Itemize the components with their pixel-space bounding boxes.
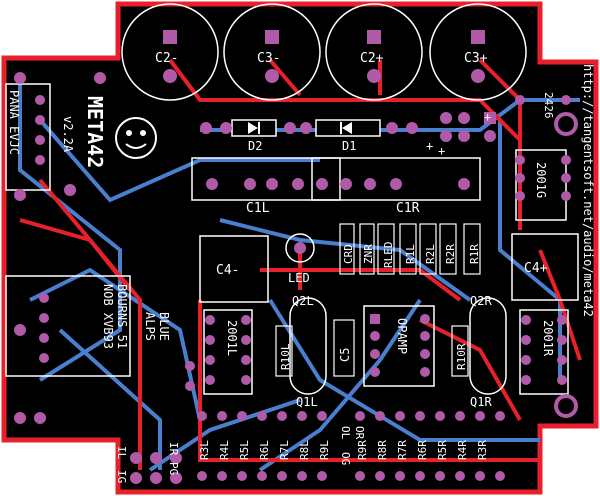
label-q2l: Q2L: [292, 294, 314, 308]
label-r1r: R1R: [468, 244, 481, 264]
label-2001l: 2001L: [225, 320, 239, 356]
label-r8r: R8R: [376, 440, 389, 460]
input-pads: [130, 452, 182, 484]
ic-2001g: [515, 149, 567, 221]
cap-c5: [333, 319, 355, 377]
label-2001g: 2001G: [534, 162, 548, 198]
label-q2r: Q2R: [470, 294, 492, 308]
label-r6r: R6R: [416, 440, 429, 460]
label-r9r: R9R: [356, 440, 369, 460]
resistor-r10r: [451, 325, 469, 377]
label-og: OG: [339, 452, 352, 465]
cap-c2-plus-outline: [325, 3, 423, 101]
bottom-resistor-pads: [197, 411, 505, 481]
label-or: OR: [353, 426, 366, 440]
cap-c4-plus: [511, 233, 579, 301]
big-cap-pads: [163, 30, 485, 83]
label-opamp: OPAMP: [395, 318, 409, 354]
label-c2-minus: C2-: [155, 51, 178, 66]
label-rled: RLED: [382, 242, 395, 269]
label-ir: IR: [167, 442, 180, 456]
bottom-resistor-labels: R3L R4L R5L R6L R7L R8L R9L R9R R8R R7R …: [198, 440, 489, 460]
label-r5l: R5L: [238, 440, 251, 460]
label-r2l: R2L: [424, 244, 437, 264]
label-pg: PG: [167, 462, 180, 475]
diode-d2: [231, 119, 277, 137]
plus-mark-2: +: [438, 144, 445, 158]
label-r10l: R10L: [279, 343, 292, 370]
label-d2: D2: [248, 139, 262, 153]
top-resistor-bodies: [339, 223, 481, 275]
label-r1l: R1L: [404, 244, 417, 264]
label-alps-b: BLUE: [157, 312, 171, 341]
label-c2-plus: C2+: [360, 51, 384, 66]
label-r7r: R7R: [396, 440, 409, 460]
plus-mark-1: +: [426, 139, 433, 153]
cap-c1: [191, 157, 481, 201]
label-2001r: 2001R: [541, 320, 555, 357]
label-r4l: R4L: [218, 440, 231, 460]
diode-pads: [200, 112, 496, 142]
bourns-pads: [14, 293, 195, 424]
label-r3r: R3R: [476, 440, 489, 460]
ic-opamp: [363, 305, 435, 387]
label-led: LED: [288, 271, 310, 285]
mounting-holes: [554, 112, 578, 418]
ic-2001r: [519, 309, 569, 395]
label-r8l: R8L: [298, 440, 311, 460]
label-r9l: R9L: [318, 440, 331, 460]
label-r10r: R10R: [455, 343, 468, 370]
cap-c1-pads: [206, 178, 470, 190]
label-d1: D1: [342, 139, 356, 153]
label-alps-a: ALPS: [143, 312, 157, 341]
label-c4-plus: C4+: [524, 261, 548, 276]
board-version: v2.2A: [61, 116, 75, 153]
resistor-r10l: [275, 325, 293, 377]
label-c3-plus: C3+: [464, 51, 488, 66]
plus-mark-3: +: [484, 110, 491, 124]
pot-pana: [5, 83, 51, 191]
label-crd: CRD: [342, 244, 355, 264]
label-2426: 2426: [542, 92, 555, 119]
label-c1l: C1L: [246, 201, 270, 216]
label-c1r: C1R: [396, 201, 420, 216]
cap-c3-plus-outline: [429, 3, 527, 101]
label-bourns-a: BOURNS 51: [115, 284, 129, 349]
label-r5r: R5R: [436, 440, 449, 460]
top-resistor-labels: CRD ZNR RLED R1L R2L R2R R1R: [342, 242, 481, 269]
cap-c4-minus: [199, 235, 269, 303]
cap-c2-minus-outline: [121, 3, 219, 101]
board-title: META42: [83, 96, 107, 168]
label-znr: ZNR: [362, 244, 375, 264]
label-pana: PANA EVJC: [7, 90, 21, 155]
pana-pads: [14, 72, 106, 201]
label-c5: C5: [338, 348, 352, 362]
diode-d1: [315, 119, 381, 137]
label-ig: IG: [115, 470, 128, 483]
bottom-traces: [18, 78, 580, 472]
label-q1l: Q1L: [296, 395, 318, 409]
opamp-pads: [205, 314, 567, 385]
label-ol: OL: [339, 426, 352, 440]
board-url: http://tangentsoft.net/audio/meta42: [581, 64, 595, 317]
pot-bourns: [5, 275, 131, 377]
label-c4-minus: C4-: [216, 263, 239, 278]
label-il: IL: [115, 446, 128, 460]
led-body: [285, 233, 315, 263]
big-capacitors: [121, 3, 527, 101]
ic-right-pads: [515, 95, 571, 201]
label-q1r: Q1R: [470, 395, 492, 409]
transistor-outlines: [289, 297, 507, 395]
label-r6l: R6L: [258, 440, 271, 460]
cap-c3-minus-outline: [223, 3, 321, 101]
ic-2001l: [203, 309, 253, 395]
label-r3l: R3L: [198, 440, 211, 460]
smiley-logo: [115, 117, 157, 159]
label-bourns-b: NOB XVB93: [101, 284, 115, 349]
label-r2r: R2R: [444, 244, 457, 264]
label-r7l: R7L: [278, 440, 291, 460]
label-r4r: R4R: [456, 440, 469, 460]
label-c3-minus: C3-: [257, 51, 280, 66]
